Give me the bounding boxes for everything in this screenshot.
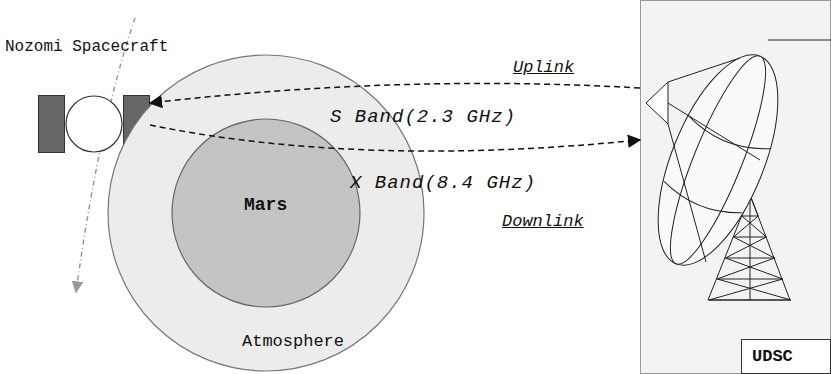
mars-label: Mars [244,195,287,215]
uplink-label: Uplink [513,58,574,77]
downlink-label: Downlink [502,212,584,231]
ground-station-box: UDSC [640,0,831,374]
mars-circle: Mars [171,118,361,308]
signal-link [150,125,640,151]
node-shape [640,0,831,374]
atmosphere-circle: Atmosphere Mars [107,54,425,372]
spacecraft-heading: Nozomi Spacecraft [5,38,168,56]
station-tag: UDSC [741,339,831,374]
signal-link [150,83,640,103]
atmosphere-label: Atmosphere [242,332,344,351]
band-label: S Band(2.3 GHz) [330,106,516,128]
band-label: X Band(8.4 GHz) [350,172,536,194]
